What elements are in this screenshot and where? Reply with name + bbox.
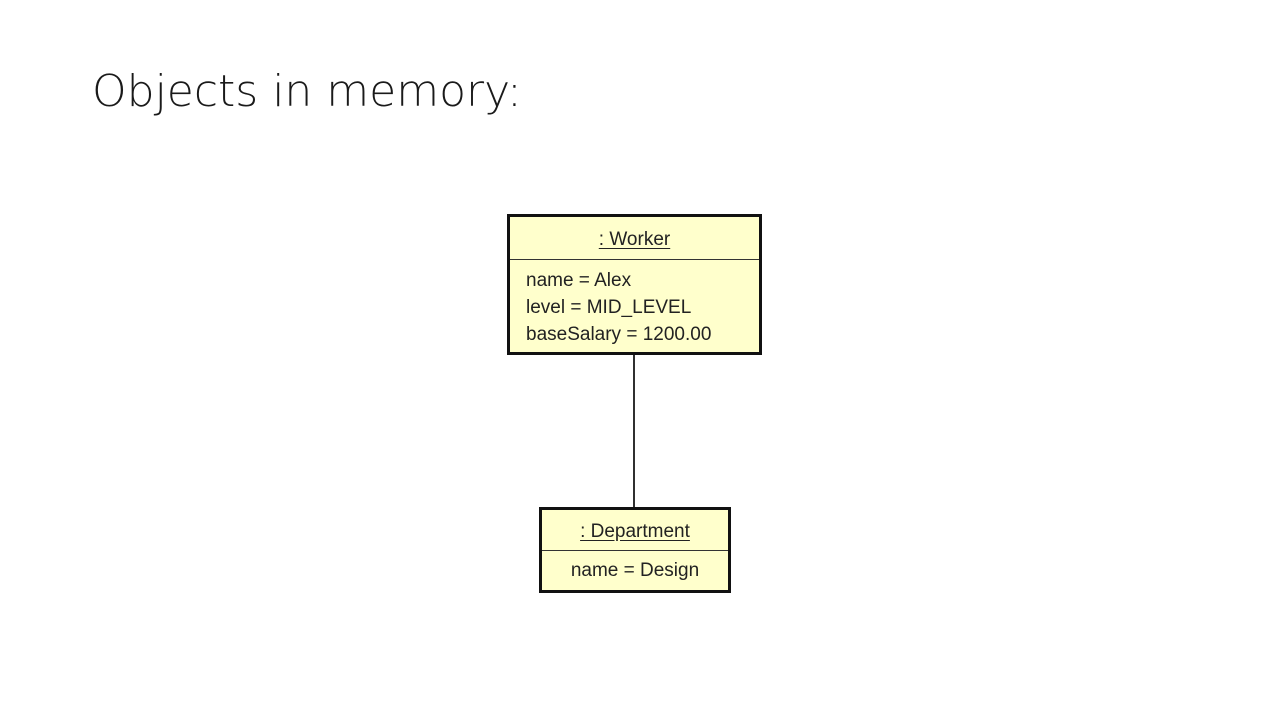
association-line [633, 352, 635, 509]
worker-attribute-name: name = Alex [526, 270, 632, 291]
worker-attribute-base-salary: baseSalary = 1200.00 [526, 324, 712, 345]
worker-attribute-level: level = MID_LEVEL [526, 297, 692, 318]
department-attribute-name: name = Design [570, 560, 700, 581]
slide-title: Objects in memory: [92, 66, 522, 117]
department-object-header: : Department [542, 510, 728, 551]
department-object-attributes: name = Design [542, 551, 728, 584]
worker-object-header: : Worker [510, 217, 759, 260]
department-object: : Department name = Design [539, 507, 731, 593]
worker-object: : Worker name = Alex level = MID_LEVEL b… [507, 214, 762, 355]
worker-object-attributes: name = Alex level = MID_LEVEL baseSalary… [510, 260, 759, 348]
